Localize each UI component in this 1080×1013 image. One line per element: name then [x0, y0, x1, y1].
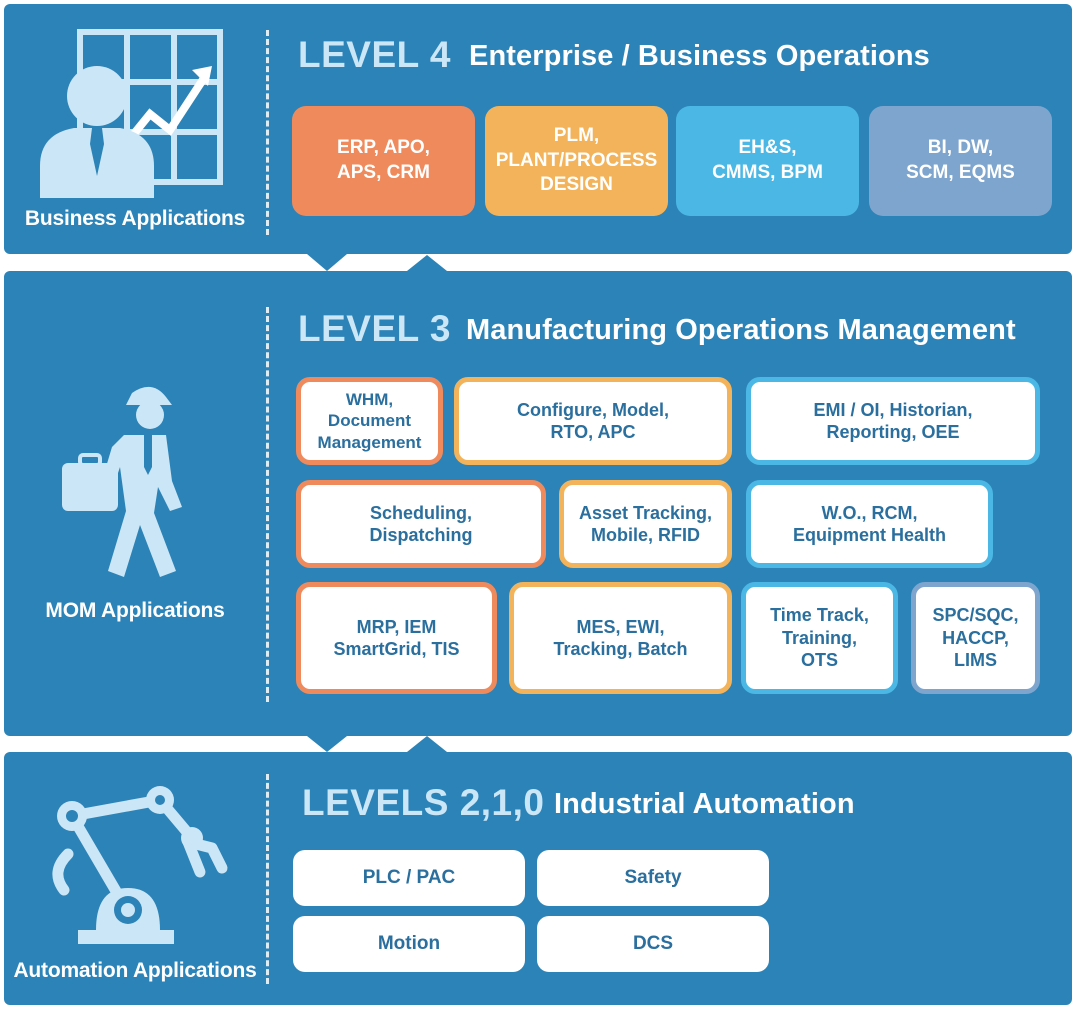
box-wo-rcm-equipment-health: W.O., RCM, Equipment Health: [746, 480, 993, 568]
level4-panel: Business Applications LEVEL 4 Enterprise…: [4, 4, 1072, 254]
level210-panel: Automation Applications LEVELS 2,1,0 Ind…: [4, 752, 1072, 1005]
box-time-track-training-ots: Time Track, Training, OTS: [741, 582, 898, 694]
box-plc-pac: PLC / PAC: [293, 850, 525, 906]
business-person-chart-icon: [40, 29, 223, 198]
box-whm-document-management: WHM, Document Management: [296, 377, 443, 465]
box-bi-dw-scm-eqms: BI, DW, SCM, EQMS: [869, 106, 1052, 216]
box-mrp-iem-smartgrid-tis: MRP, IEM SmartGrid, TIS: [296, 582, 497, 694]
robot-arm-icon: [52, 786, 228, 944]
box-configure-model-rto-apc: Configure, Model, RTO, APC: [454, 377, 732, 465]
level3-title: Manufacturing Operations Management: [466, 314, 1016, 346]
level3-divider: [266, 307, 269, 702]
level4-connector: [307, 254, 347, 271]
level4-label: LEVEL 4: [298, 34, 451, 75]
level3-panel: MOM Applications LEVEL 3 Manufacturing O…: [4, 271, 1072, 736]
level210-divider: [266, 774, 269, 984]
box-plm-plant-process-design: PLM, PLANT/PROCESS DESIGN: [485, 106, 668, 216]
mom-applications-caption: MOM Applications: [45, 599, 225, 622]
box-scheduling-dispatching: Scheduling, Dispatching: [296, 480, 546, 568]
level3-top-connector: [407, 255, 447, 271]
box-motion: Motion: [293, 916, 525, 972]
level3-label: LEVEL 3: [298, 308, 451, 349]
level210-label: LEVELS 2,1,0: [302, 782, 545, 823]
automation-applications-caption: Automation Applications: [13, 959, 257, 982]
walking-worker-icon: [62, 386, 182, 577]
box-ehs-cmms-bpm: EH&S, CMMS, BPM: [676, 106, 859, 216]
box-emi-oi-historian: EMI / OI, Historian, Reporting, OEE: [746, 377, 1040, 465]
box-safety: Safety: [537, 850, 769, 906]
box-spc-sqc-haccp-lims: SPC/SQC, HACCP, LIMS: [911, 582, 1040, 694]
box-dcs: DCS: [537, 916, 769, 972]
box-asset-tracking-mobile-rfid: Asset Tracking, Mobile, RFID: [559, 480, 732, 568]
level210-top-connector: [407, 736, 447, 752]
level4-divider: [266, 30, 269, 235]
box-mes-ewi-tracking-batch: MES, EWI, Tracking, Batch: [509, 582, 732, 694]
business-applications-caption: Business Applications: [24, 207, 246, 230]
level210-title: Industrial Automation: [554, 788, 855, 820]
box-erp-apo-aps-crm: ERP, APO, APS, CRM: [292, 106, 475, 216]
level3-connector: [307, 736, 347, 752]
level4-title: Enterprise / Business Operations: [469, 40, 930, 72]
